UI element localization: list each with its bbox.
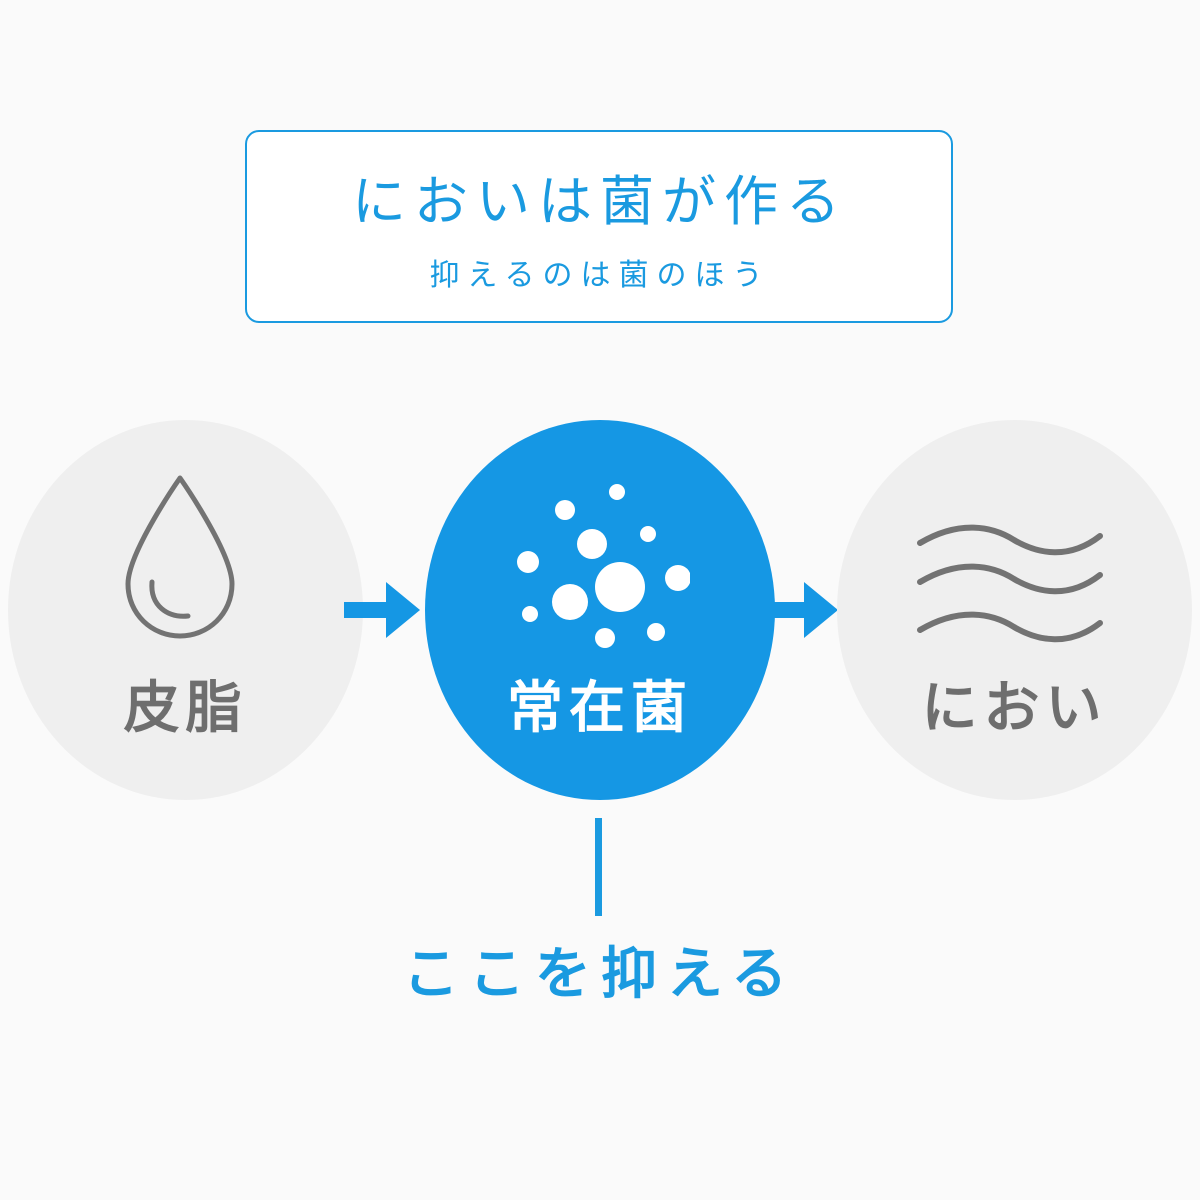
bacteria-icon	[517, 484, 690, 648]
step-sebum-circle: 皮脂	[8, 420, 363, 800]
oil-drop-icon	[125, 475, 235, 639]
arrow-right-icon	[772, 582, 838, 638]
step-sebum-label: 皮脂	[123, 676, 248, 741]
step-odor-circle: におい	[837, 420, 1192, 800]
odor-waves-icon	[917, 524, 1103, 643]
arrow-right-icon	[344, 582, 420, 638]
title-subtitle: 抑えるのは菌のほう	[429, 258, 771, 293]
target-connector-line	[595, 818, 602, 916]
title-main: においは菌が作る	[352, 170, 848, 233]
step-odor-label: におい	[921, 676, 1108, 741]
title-box	[245, 130, 953, 323]
step-bacteria-label: 常在菌	[507, 676, 693, 741]
target-label: ここを抑える	[402, 942, 798, 1007]
step-bacteria-circle: 常在菌	[425, 420, 775, 800]
